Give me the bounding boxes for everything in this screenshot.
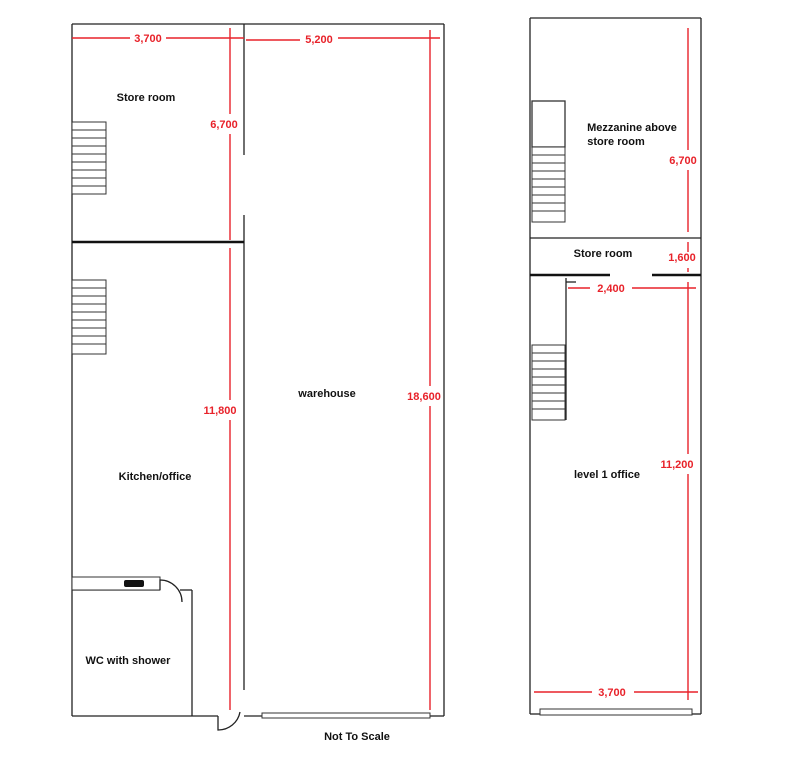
- kitchen-office-label: Kitchen/office: [119, 471, 192, 483]
- level-1-plan: Mezzanine above store room Store room le…: [529, 17, 702, 716]
- void-box: [531, 100, 566, 148]
- kitchen-bench: [71, 576, 161, 591]
- overall-depth-dim: 18,600: [407, 391, 441, 403]
- warehouse-width-dim: 5,200: [305, 34, 333, 46]
- roller-door: [261, 712, 431, 719]
- stair-icon: [71, 121, 107, 195]
- l1-store-depth-dim: 1,600: [668, 252, 696, 264]
- corridor-width-dim: 2,400: [597, 283, 625, 295]
- store-room-label: Store room: [117, 92, 176, 104]
- ground-dimension-lines: [72, 28, 440, 710]
- store-width-dim: 3,700: [134, 33, 162, 45]
- mezzanine-depth-dim: 6,700: [669, 155, 697, 167]
- l1-dimension-lines: [534, 28, 698, 700]
- ground-floor-plan: Store room Kitchen/office WC with shower…: [71, 23, 445, 731]
- store-depth-dim: 6,700: [210, 119, 238, 131]
- not-to-scale-note: Not To Scale: [324, 731, 390, 743]
- sink-icon: [124, 580, 144, 587]
- l1-store-room-label: Store room: [574, 248, 633, 260]
- l1-office-label: level 1 office: [574, 469, 640, 481]
- mezzanine-label-line2: store room: [587, 136, 645, 148]
- rear-door-swing-icon: [217, 711, 241, 731]
- stair-icon: [531, 146, 566, 223]
- wc-label: WC with shower: [86, 655, 172, 667]
- wc-door-swing-icon: [159, 579, 183, 603]
- office-width-dim: 3,700: [598, 687, 626, 699]
- kitchen-depth-dim: 11,800: [203, 405, 236, 417]
- mezzanine-label-line1: Mezzanine above: [587, 122, 677, 134]
- office-depth-dim: 11,200: [660, 459, 693, 471]
- warehouse-label: warehouse: [297, 388, 355, 400]
- stair-icon: [71, 279, 107, 355]
- stair-icon: [531, 344, 566, 421]
- l1-window: [539, 708, 693, 716]
